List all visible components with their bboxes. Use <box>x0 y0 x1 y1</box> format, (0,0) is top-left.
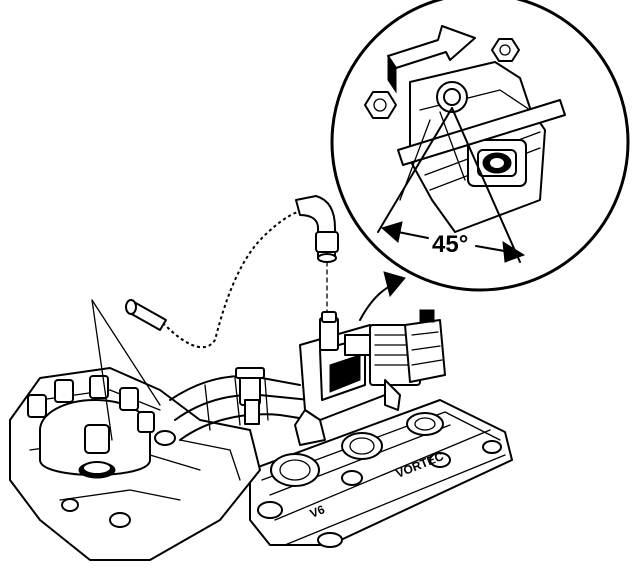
angle-lines <box>377 107 521 263</box>
coil-wire <box>91 195 339 441</box>
ignition-coil-assembly <box>294 309 446 446</box>
engine-assembly: VORTEC V6 <box>9 309 513 561</box>
distributor-cap <box>27 375 155 479</box>
detail-hex-nuts <box>364 38 520 119</box>
valve-cover: VORTEC V6 <box>249 399 513 548</box>
detail-pointer-arrow <box>359 271 406 321</box>
detail-coil-housing <box>397 61 566 233</box>
detail-view-circle: 45° <box>330 0 630 292</box>
direction-arrow <box>387 25 476 94</box>
v6-label: V6 <box>308 502 327 521</box>
angle-label: 45° <box>432 231 468 258</box>
angle-dimension: 45° <box>380 221 526 263</box>
